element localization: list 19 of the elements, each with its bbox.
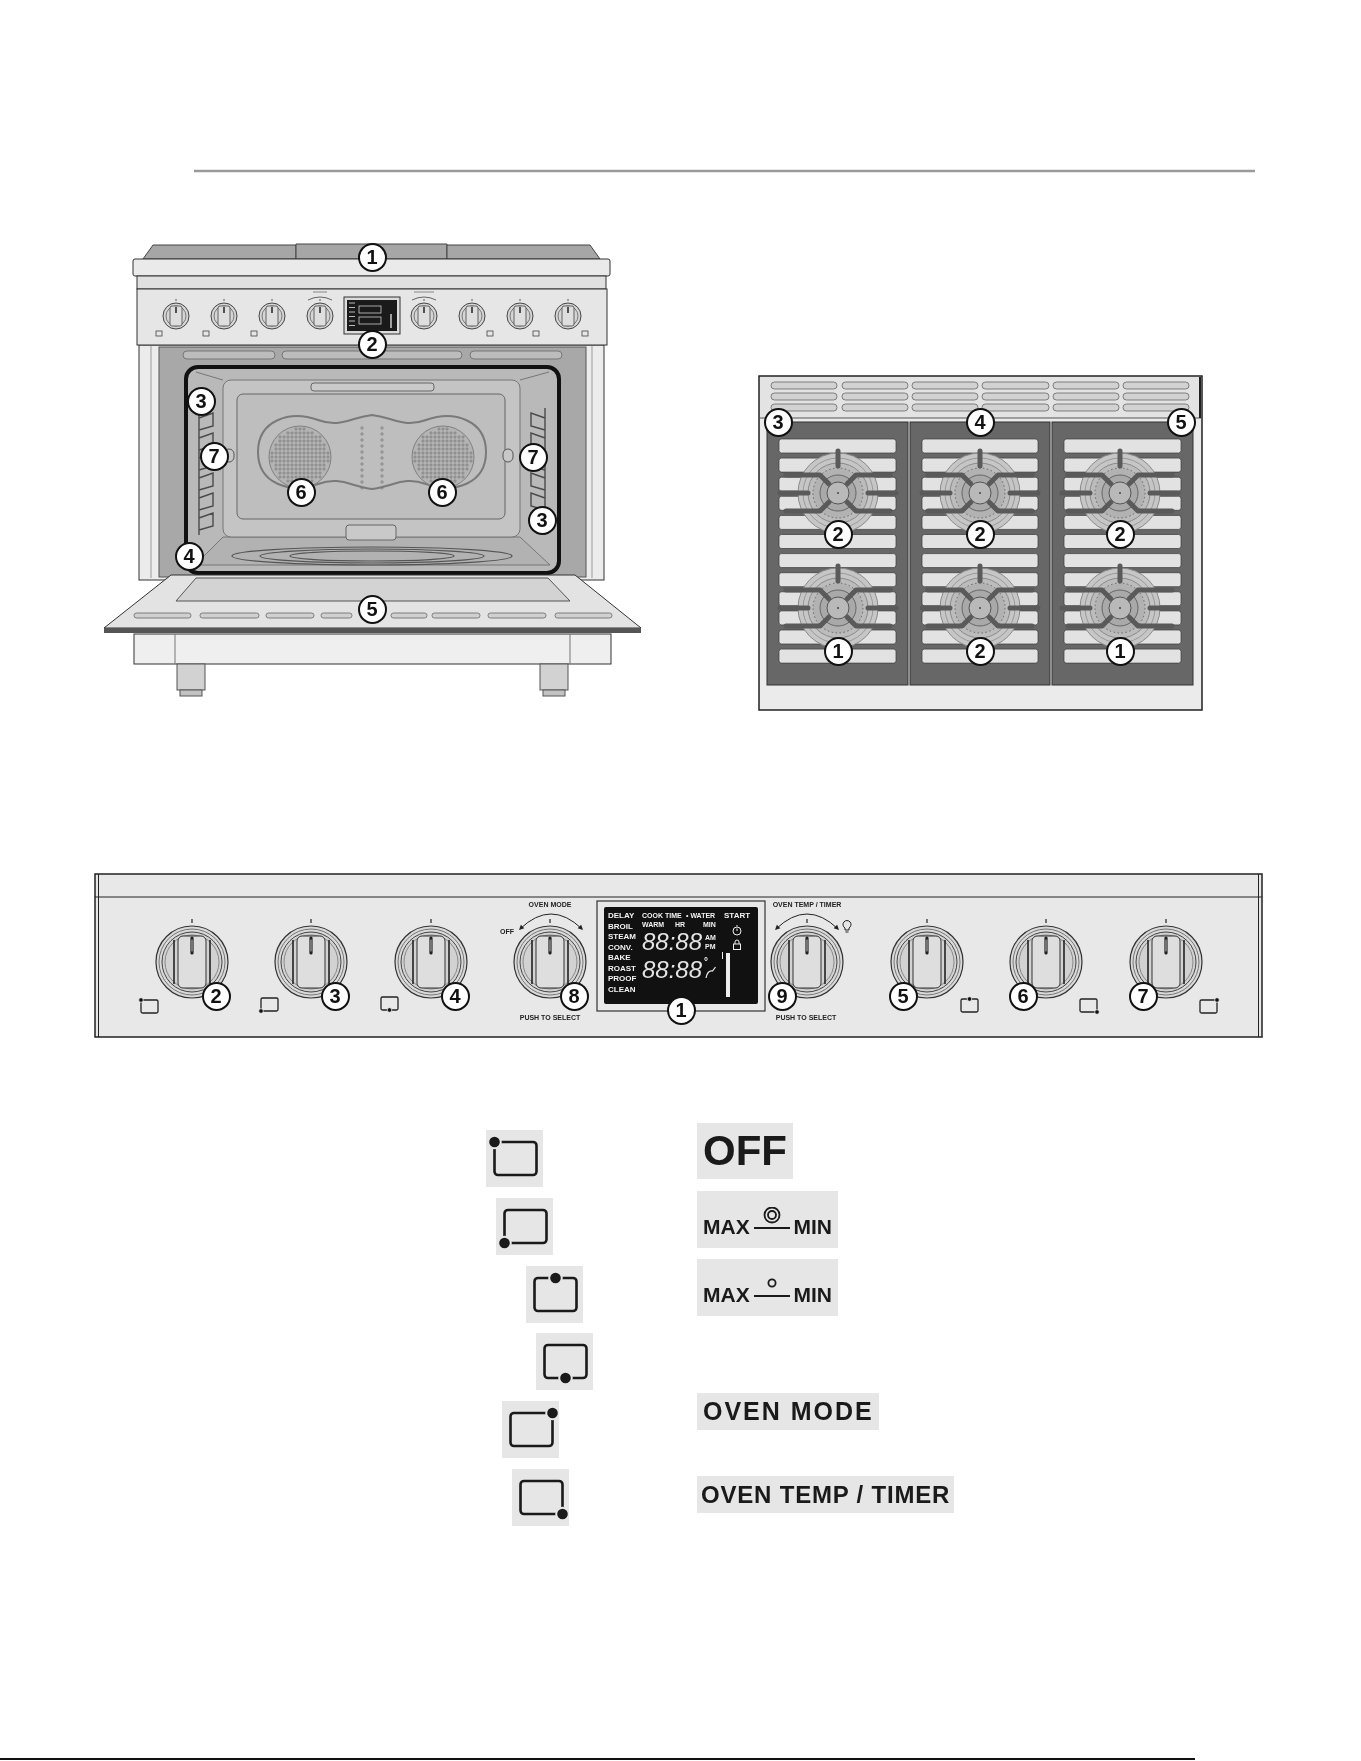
symbol-label: OVEN TEMP / TIMER [697,1476,955,1513]
display-label: BAKE [608,954,631,962]
symbol-label: OVEN MODE [697,1393,879,1430]
display-label: CLEAN [608,985,636,994]
symbol-label: MAX [703,1284,750,1305]
symbol-label: OFF [697,1123,793,1179]
display-label: STEAM [608,933,636,941]
display-label: ° [704,957,708,967]
display-label: BROIL [608,922,633,931]
symbol-label: MAX [703,1216,750,1237]
display-label: CONV. [608,943,633,952]
display-digits: 88:88 [642,930,703,954]
display-digits: 88:88 [642,958,703,982]
display-label: PROOF [608,975,637,983]
symbol-label: MIN [793,1216,832,1237]
symbol-label: MIN [793,1284,832,1305]
display-label: DELAY [608,912,635,920]
display-label: START [724,912,751,920]
display-label: ROAST [608,964,636,973]
